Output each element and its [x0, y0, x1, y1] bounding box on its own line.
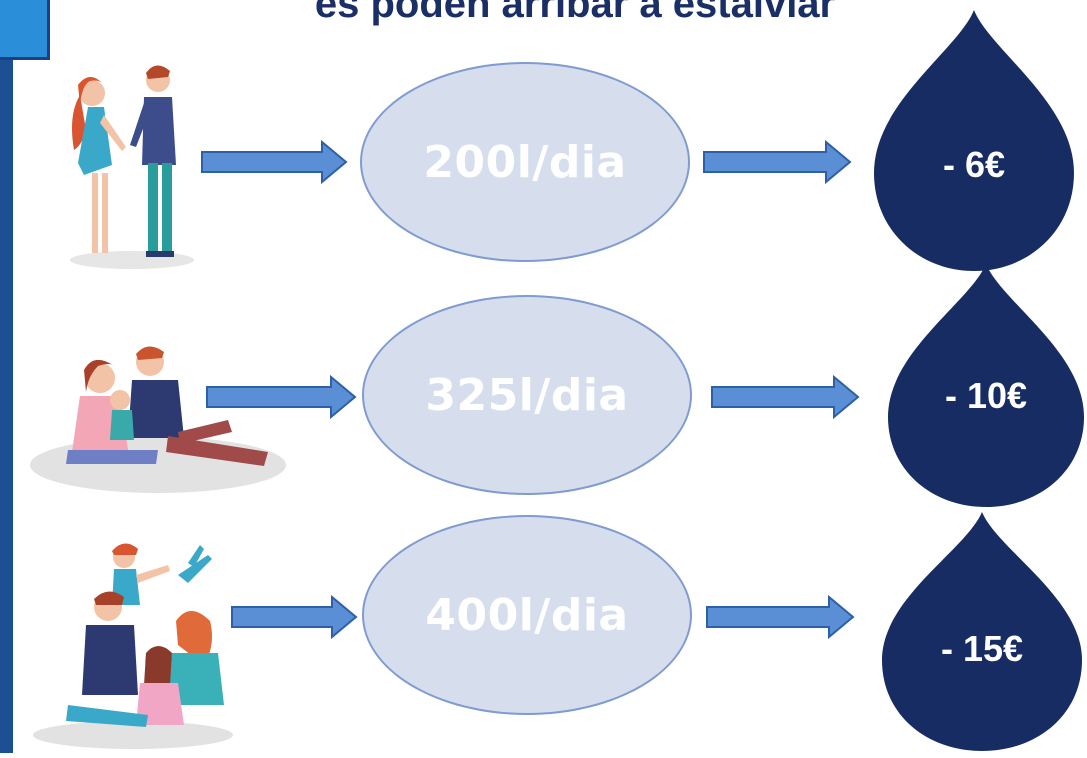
family-four-illustration: [33, 543, 233, 749]
water-drop-icon: [882, 512, 1082, 751]
arrow-right-icon: [706, 595, 855, 639]
water-drop-icon: [874, 10, 1074, 271]
arrow-right-icon: [206, 375, 357, 419]
saving-drop: - 15€: [880, 510, 1084, 753]
family-three-illustration: [30, 346, 286, 493]
saving-label: - 6€: [942, 144, 1006, 185]
water-drop-icon: [888, 264, 1084, 507]
consumption-label: 400l/dia: [425, 589, 629, 641]
consumption-ellipse: 325l/dia: [362, 295, 692, 495]
saving-label: - 15€: [940, 628, 1024, 669]
saving-drop: - 10€: [886, 262, 1086, 509]
consumption-label: 325l/dia: [425, 369, 629, 421]
saving-drop: - 6€: [872, 8, 1076, 273]
arrow-right-icon: [711, 375, 860, 419]
page-title: es poden arribar a estalviar: [314, 0, 836, 26]
saving-label: - 10€: [944, 375, 1028, 416]
couple-illustration: [70, 65, 194, 269]
arrow-right-icon: [703, 140, 852, 184]
consumption-ellipse: 400l/dia: [362, 515, 692, 715]
arrow-right-icon: [231, 595, 358, 639]
sidebar-tab: [0, 0, 50, 60]
consumption-ellipse: 200l/dia: [360, 62, 690, 262]
arrow-right-icon: [201, 140, 348, 184]
consumption-label: 200l/dia: [423, 136, 627, 188]
sidebar-bar: [0, 0, 13, 753]
